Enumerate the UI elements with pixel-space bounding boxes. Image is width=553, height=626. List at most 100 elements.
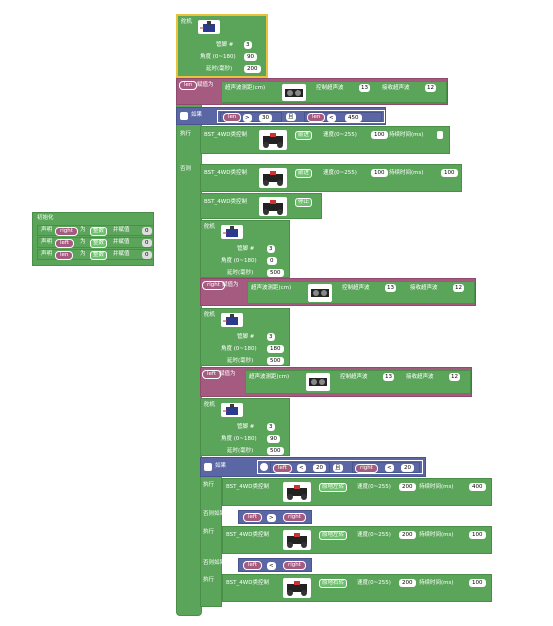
op-dropdown[interactable]: <	[267, 562, 276, 570]
angle-input[interactable]: 90	[244, 53, 257, 61]
var-len[interactable]: len	[55, 251, 74, 260]
op-dropdown[interactable]: <	[327, 114, 336, 122]
type-dropdown[interactable]: 整数	[90, 227, 108, 236]
pin-dropdown[interactable]: 3	[267, 423, 275, 431]
motor-block[interactable]: BST_4WD类控制 原地右转 速度(0~255) 200 持续时间(ms) 1…	[222, 574, 492, 602]
ultrasonic-block[interactable]: 超声波测距(cm) 控制超声波 13 接收超声波 12	[245, 370, 471, 394]
value-input[interactable]: 450	[345, 114, 362, 122]
value-input[interactable]: 20	[401, 464, 414, 472]
angle-input[interactable]: 0	[267, 257, 277, 265]
gear-icon[interactable]	[180, 112, 188, 120]
action-dropdown[interactable]: 原地右转	[319, 579, 348, 588]
action-dropdown[interactable]: 停止	[295, 198, 313, 207]
trig-pin-dropdown[interactable]: 13	[385, 284, 396, 292]
var-left[interactable]: left	[55, 239, 74, 248]
var-len[interactable]: len	[223, 113, 242, 122]
motor-block[interactable]: BST_4WD类控制 前进 速度(0~255) 100 持续时间(ms)	[200, 126, 450, 154]
var-right[interactable]: right	[283, 561, 306, 570]
compare-right[interactable]: right < 20	[352, 462, 420, 473]
value-input[interactable]: 30	[259, 114, 272, 122]
echo-label: 接收超声波	[382, 85, 410, 91]
if-header[interactable]: 如果 len > 30 且 len < 450	[176, 107, 386, 125]
servo-block[interactable]: 舵机 管脚 # 3 角度 (0~180) 90 延时(毫秒) 200	[176, 14, 268, 78]
action-dropdown[interactable]: 前进	[295, 131, 313, 140]
gear-icon[interactable]	[204, 463, 212, 471]
action-dropdown[interactable]: 原地左转	[319, 483, 348, 492]
and-dropdown[interactable]: 且	[286, 113, 296, 121]
help-icon[interactable]	[260, 463, 268, 471]
op-dropdown[interactable]: >	[267, 514, 276, 522]
duration-input[interactable]: 400	[469, 483, 486, 491]
assign-right-block[interactable]: right 赋值为 超声波测距(cm) 控制超声波 13 接收超声波 12	[200, 278, 476, 306]
duration-input[interactable]: 100	[441, 169, 458, 177]
init-block[interactable]: 初始化 声明 right 为 整数 并赋值 0 声明 left 为 整数 并赋值…	[32, 212, 154, 266]
pin-dropdown[interactable]: 3	[267, 333, 275, 341]
motor-block[interactable]: BST_4WD类控制 前进 速度(0~255) 100 持续时间(ms) 100	[200, 164, 462, 192]
echo-pin-dropdown[interactable]: 12	[425, 84, 436, 92]
assign-left-block[interactable]: left 赋值为 超声波测距(cm) 控制超声波 13 接收超声波 12	[200, 367, 472, 397]
type-dropdown[interactable]: 整数	[90, 251, 108, 260]
and-dropdown[interactable]: 且	[333, 464, 343, 472]
trig-pin-dropdown[interactable]: 13	[383, 373, 394, 381]
var-left[interactable]: left	[243, 561, 262, 570]
servo-block[interactable]: 舵机 管脚 # 3 角度 (0~180) 0 延时(毫秒) 500	[200, 220, 290, 278]
compare-block[interactable]: left < right	[238, 558, 312, 572]
speed-input[interactable]: 200	[399, 483, 416, 491]
motor-stop-block[interactable]: BST_4WD类控制 停止	[200, 193, 322, 219]
angle-input[interactable]: 90	[267, 435, 280, 443]
speed-input[interactable]: 100	[371, 131, 388, 139]
delay-input[interactable]: 500	[267, 447, 284, 455]
var-right[interactable]: right	[355, 464, 378, 473]
var-left[interactable]: left	[202, 370, 221, 379]
value-input[interactable]: 0	[142, 227, 152, 235]
ultrasonic-block[interactable]: 超声波测距(cm) 控制超声波 13 接收超声波 12	[221, 81, 447, 103]
servo-block[interactable]: 舵机 管脚 # 3 角度 (0~180) 90 延时(毫秒) 500	[200, 398, 290, 456]
speed-input[interactable]: 200	[399, 579, 416, 587]
speed-input[interactable]: 100	[371, 169, 388, 177]
delay-input[interactable]: 500	[267, 357, 284, 365]
op-dropdown[interactable]: <	[297, 464, 306, 472]
type-dropdown[interactable]: 整数	[90, 239, 108, 248]
declare-row-left[interactable]: 声明 left 为 整数 并赋值 0	[37, 237, 154, 248]
declare-row-right[interactable]: 声明 right 为 整数 并赋值 0	[37, 225, 154, 236]
op-dropdown[interactable]: <	[385, 464, 394, 472]
delay-input[interactable]: 500	[267, 269, 284, 277]
compare-block[interactable]: left > right	[238, 510, 312, 524]
echo-pin-dropdown[interactable]: 12	[453, 284, 464, 292]
condition-and[interactable]: left < 20 且 right < 20	[257, 460, 423, 474]
compare-left[interactable]: len > 30	[220, 112, 282, 122]
value-input[interactable]: 0	[142, 239, 152, 247]
trig-pin-dropdown[interactable]: 13	[359, 84, 370, 92]
value-input[interactable]: 0	[142, 251, 152, 259]
motor-block[interactable]: BST_4WD类控制 原地左转 速度(0~255) 200 持续时间(ms) 1…	[222, 526, 492, 554]
var-right[interactable]: right	[55, 227, 78, 236]
var-left[interactable]: left	[273, 464, 292, 473]
speed-input[interactable]: 200	[399, 531, 416, 539]
action-dropdown[interactable]: 前进	[295, 169, 313, 178]
var-len[interactable]: len	[307, 113, 326, 122]
angle-input[interactable]: 180	[267, 345, 284, 353]
assign-len-block[interactable]: len 赋值为 超声波测距(cm) 控制超声波 13 接收超声波 12	[176, 78, 448, 105]
duration-input[interactable]: 100	[469, 531, 486, 539]
pin-dropdown[interactable]: 3	[267, 245, 275, 253]
var-len[interactable]: len	[179, 81, 198, 90]
op-dropdown[interactable]: >	[243, 114, 252, 122]
var-right[interactable]: right	[202, 281, 225, 290]
condition-and[interactable]: len > 30 且 len < 450	[217, 110, 385, 123]
echo-pin-dropdown[interactable]: 12	[449, 373, 460, 381]
compare-right[interactable]: len < 450	[304, 112, 382, 122]
motor-block[interactable]: BST_4WD类控制 原地左转 速度(0~255) 200 持续时间(ms) 4…	[222, 478, 492, 506]
compare-left[interactable]: left < 20	[270, 462, 330, 473]
declare-row-len[interactable]: 声明 len 为 整数 并赋值 0	[37, 249, 154, 260]
delay-input[interactable]: 200	[244, 65, 261, 73]
inner-if-header[interactable]: 如果 left < 20 且 right < 20	[200, 457, 426, 477]
duration-input[interactable]	[437, 131, 443, 139]
var-right[interactable]: right	[283, 513, 306, 522]
servo-block[interactable]: 舵机 管脚 # 3 角度 (0~180) 180 延时(毫秒) 500	[200, 308, 290, 366]
pin-dropdown[interactable]: 3	[244, 41, 252, 49]
action-dropdown[interactable]: 原地左转	[319, 531, 348, 540]
value-input[interactable]: 20	[313, 464, 326, 472]
var-left[interactable]: left	[243, 513, 262, 522]
duration-input[interactable]: 100	[469, 579, 486, 587]
ultrasonic-block[interactable]: 超声波测距(cm) 控制超声波 13 接收超声波 12	[247, 281, 475, 304]
